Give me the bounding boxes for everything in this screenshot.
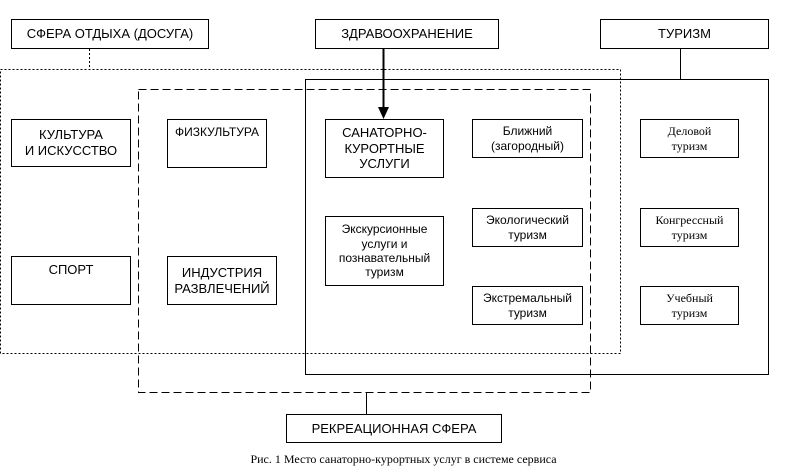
excursion-box: Экскурсионные услуги и познавательный ту…	[325, 216, 444, 286]
near-tourism-box: Ближний (загородный)	[472, 119, 583, 158]
fitness-box: ФИЗКУЛЬТУРА	[167, 119, 267, 168]
education-tourism-box: Учебный туризм	[640, 286, 739, 325]
business-tourism-box: Деловой туризм	[640, 119, 739, 158]
figure-caption: Рис. 1 Место санаторно-курортных услуг в…	[250, 452, 557, 466]
sanatorium-box: САНАТОРНО- КУРОРТНЫЕ УСЛУГИ	[325, 119, 444, 178]
sport-box: СПОРТ	[11, 256, 131, 305]
tourism-box: ТУРИЗМ	[600, 19, 769, 49]
health-box: ЗДРАВООХРАНЕНИЕ	[315, 19, 499, 49]
recreation-sphere-box: РЕКРЕАЦИОННАЯ СФЕРА	[286, 414, 502, 443]
leisure-region	[0, 69, 621, 354]
arrow-head-icon	[378, 107, 389, 119]
leisure-box: СФЕРА ОТДЫХА (ДОСУГА)	[11, 19, 209, 49]
extreme-tourism-box: Экстремальный туризм	[472, 286, 583, 325]
tourism-region	[305, 79, 769, 375]
culture-box: КУЛЬТУРА И ИСКУССТВО	[11, 119, 131, 167]
recreation-region	[138, 89, 591, 393]
eco-tourism-box: Экологический туризм	[472, 208, 583, 247]
entertainment-box: ИНДУСТРИЯ РАЗВЛЕЧЕНИЙ	[167, 256, 277, 305]
congress-tourism-box: Конгрессный туризм	[640, 208, 739, 247]
